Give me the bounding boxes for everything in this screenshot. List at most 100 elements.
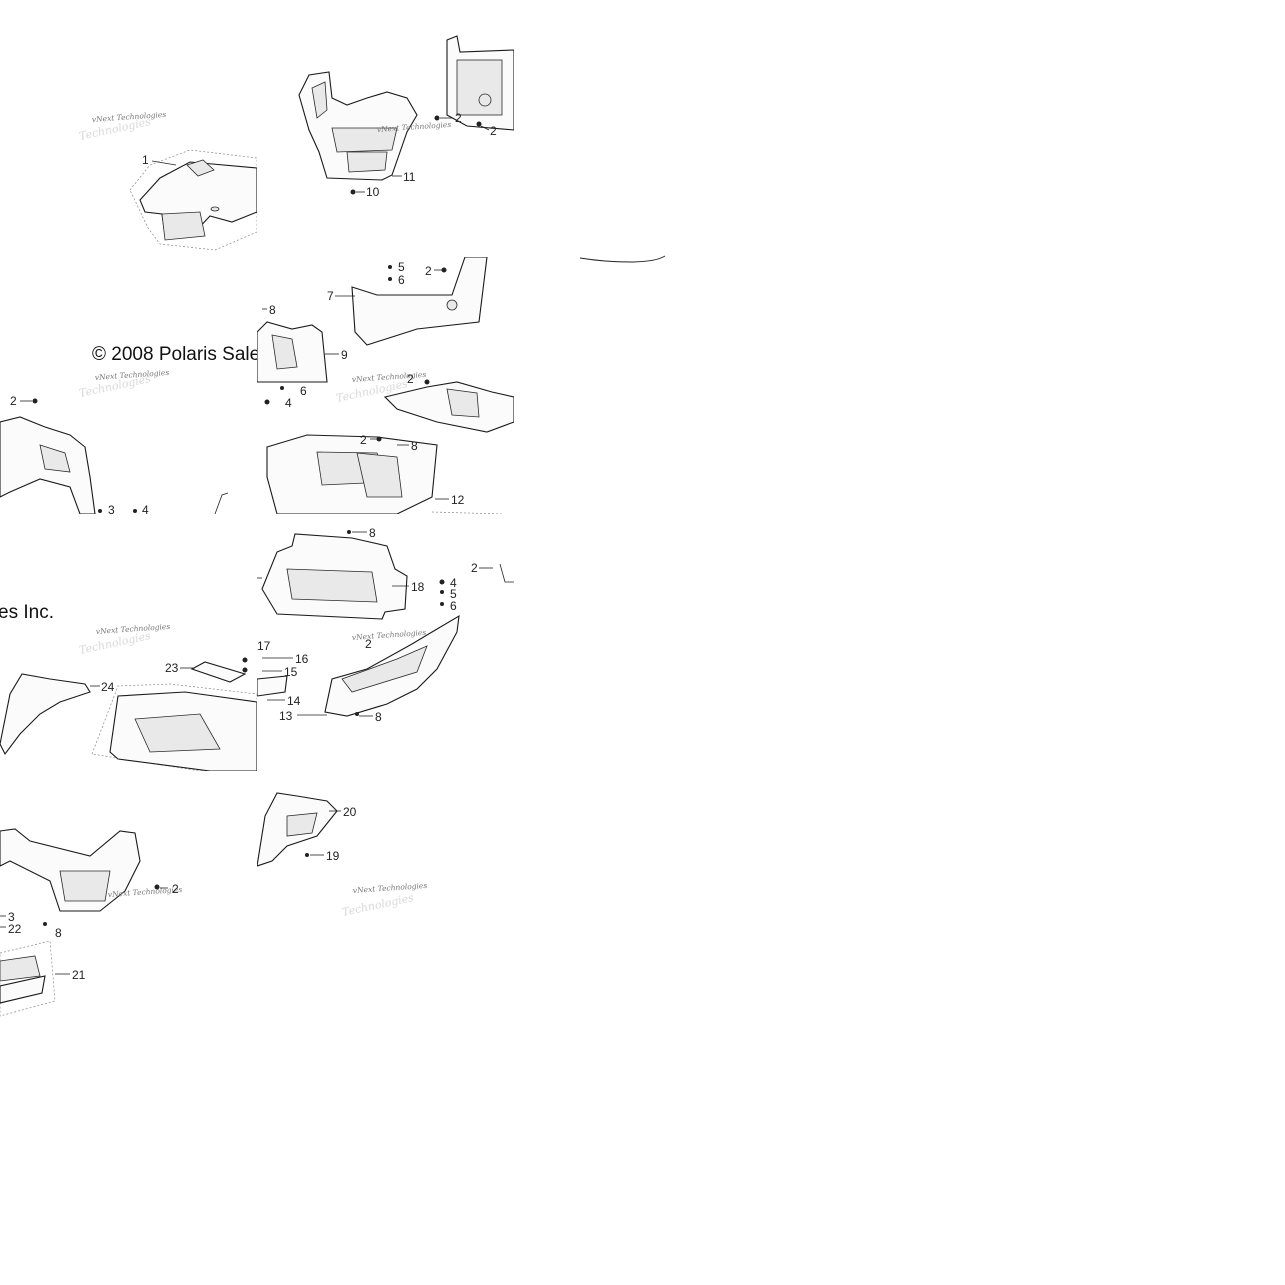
floor-hole (446, 299, 458, 311)
plate-21-lower (0, 975, 46, 1004)
fastener (439, 579, 445, 585)
tile-rear-bumper: vNext Technologies 2 3 22 8 21 (0, 771, 257, 1028)
fastener (441, 267, 447, 273)
hood-latch (210, 206, 220, 212)
tile-small-cover: 20 19 Technologies vNext Technologies (257, 771, 514, 1028)
callout-2a: 2 (455, 111, 462, 125)
fastener (388, 277, 392, 281)
line-fragment (579, 255, 666, 263)
cover-20-inner (286, 812, 318, 837)
fastener (350, 189, 356, 195)
callout-9: 9 (341, 348, 348, 362)
callout-5b: 5 (450, 587, 457, 601)
frame-edge (214, 492, 229, 514)
callout-5a: 5 (398, 260, 405, 274)
fastener (133, 509, 137, 513)
plate-21 (0, 955, 41, 982)
callout-3a: 3 (108, 503, 115, 514)
floor-drawing: 7 5 6 2 9 8 6 4 Technologies vNext Techn… (257, 257, 514, 514)
tile-side-panels: 8 18 25 4 5 6 2 vNext Technologies 2 13 … (257, 514, 514, 771)
dash-cutout (456, 59, 503, 116)
tile-center-floor: 7 5 6 2 9 8 6 4 Technologies vNext Techn… (257, 257, 514, 514)
callout-16: 16 (295, 652, 309, 666)
fastener (264, 399, 270, 405)
tile-front-bumper: vNext Technologies 2 2 11 10 (257, 0, 514, 257)
rear-bumper-drawing: vNext Technologies 2 3 22 8 21 (0, 828, 183, 1017)
tile-copyright-right: Technologies vNext Technologies 24 23 es… (0, 514, 257, 771)
leader-2b (480, 125, 490, 131)
fastener (305, 853, 309, 857)
callout-11: 11 (403, 170, 416, 184)
callout-10: 10 (366, 185, 380, 199)
callout-6b: 6 (300, 384, 307, 398)
callout-2i: 2 (365, 637, 372, 651)
callout-4a: 4 (142, 503, 149, 514)
callout-15: 15 (284, 665, 298, 679)
fastener (440, 590, 444, 594)
fastener (347, 530, 351, 534)
tile-copyright-left: Technologies vNext Technologies 2 3 4 © … (0, 257, 257, 514)
watermark: vNext Technologies (352, 628, 427, 642)
leader-1 (151, 160, 177, 166)
callout-8c: 8 (369, 526, 376, 540)
callout-8d: 8 (375, 710, 382, 724)
panel-9-inner (271, 334, 298, 370)
callout-22: 22 (8, 922, 22, 936)
fastener (280, 386, 284, 390)
panel-14 (257, 675, 288, 697)
watermark-bg: Technologies (341, 891, 415, 919)
hood-scoop (186, 159, 215, 177)
callout-13: 13 (279, 709, 293, 723)
callout-1: 1 (142, 153, 149, 167)
fastener (434, 115, 440, 121)
fastener (43, 922, 47, 926)
copyright-text-left: © 2008 Polaris Sale (92, 344, 257, 365)
bumper-left-light (311, 81, 328, 119)
callout-2e: 2 (407, 372, 414, 386)
callout-12: 12 (451, 493, 465, 507)
callout-6c: 6 (450, 599, 457, 613)
callout-2g: 2 (360, 433, 367, 447)
callout-7: 7 (327, 289, 334, 303)
fastener (355, 712, 359, 716)
left-fender-drawing: Technologies vNext Technologies 2 3 4 (0, 368, 229, 514)
callout-2c: 2 (10, 394, 17, 408)
fragment-stroke (579, 255, 666, 263)
box-inner (134, 713, 221, 753)
side-panel-drawing: 8 18 25 4 5 6 2 vNext Technologies 2 13 … (257, 526, 514, 724)
fastener (424, 379, 430, 385)
fender-inner (39, 444, 71, 473)
hood-panel (161, 211, 206, 241)
front-bumper-drawing: vNext Technologies 2 2 11 10 (298, 35, 514, 199)
callout-8a: 8 (269, 303, 276, 317)
tray-inner (446, 388, 480, 418)
callout-6a: 6 (398, 273, 405, 287)
box-outline (91, 683, 257, 771)
fastener (440, 602, 444, 606)
callout-23: 23 (165, 661, 179, 675)
callout-4c: 4 (450, 576, 457, 590)
callout-21: 21 (72, 968, 86, 982)
cargo-box-divider (356, 452, 403, 498)
fastener (32, 398, 38, 404)
callout-2h: 2 (471, 561, 478, 575)
callout-24: 24 (101, 680, 115, 694)
frame-edge (499, 563, 514, 583)
callout-2b: 2 (490, 124, 497, 138)
callout-8e: 8 (55, 926, 62, 940)
fastener (242, 667, 248, 673)
watermark: vNext Technologies (353, 881, 428, 895)
bumper-part (298, 71, 418, 181)
callout-18: 18 (411, 580, 425, 594)
hood-drawing: Technologies vNext Technologies 1 (78, 110, 257, 251)
fastener (388, 265, 392, 269)
fender-24 (0, 673, 91, 756)
callout-20: 20 (343, 805, 357, 819)
tray-part (383, 381, 514, 433)
rear-fender-drawing: Technologies vNext Technologies 24 23 (0, 622, 257, 771)
small-cover-drawing: 20 19 Technologies vNext Technologies (257, 792, 428, 919)
callout-2d: 2 (425, 264, 432, 278)
fastener (98, 509, 102, 513)
callout-3b: 3 (8, 910, 15, 924)
